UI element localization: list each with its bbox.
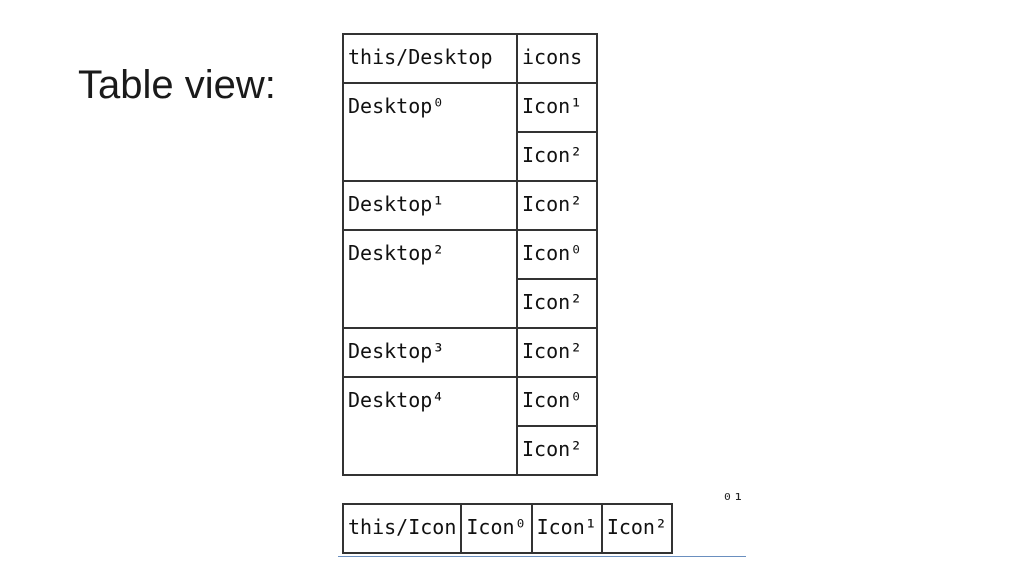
table-row: this/Icon Icon⁰ Icon¹ Icon² — [341, 503, 674, 554]
footnote-mark: ⁰¹ — [722, 490, 744, 511]
desktop-cell: Desktop³ — [342, 327, 518, 378]
footer-divider — [338, 556, 746, 557]
table-row: Icon² — [343, 425, 598, 476]
icon-cell: Icon² — [516, 180, 598, 231]
icon-cell: Icon² — [516, 278, 598, 329]
table-row: Desktop² Icon⁰ — [342, 229, 598, 329]
desktop-cell: Desktop⁴ — [342, 376, 518, 476]
icon-cell: Icon² — [600, 503, 674, 554]
desktop-cell: Desktop⁰ — [342, 82, 518, 182]
icon-cell: Icon⁰ — [516, 229, 598, 280]
table-row: Desktop⁴ Icon⁰ — [342, 376, 598, 476]
icon-cell: Icon² — [516, 131, 598, 182]
icon-cell: Icon¹ — [516, 82, 598, 133]
icon-cell: Icon² — [516, 327, 598, 378]
icon-table: this/Icon Icon⁰ Icon¹ Icon² — [341, 503, 674, 554]
desktop-icons-table: this/Desktop icons Desktop⁰ Icon¹ Icon² … — [342, 33, 598, 476]
table-row: Icon² — [343, 131, 598, 182]
header-cell-icon: this/Icon — [341, 503, 463, 554]
table-row: Desktop³ Icon² — [342, 327, 598, 378]
table-header-row: this/Desktop icons — [342, 33, 598, 84]
icon-cell: Icon¹ — [530, 503, 603, 554]
slide-title: Table view: — [78, 63, 276, 107]
header-cell-icons: icons — [516, 33, 598, 84]
desktop-cell: Desktop¹ — [342, 180, 518, 231]
icon-cell: Icon² — [516, 425, 598, 476]
table-row: Icon² — [343, 278, 598, 329]
desktop-cell: Desktop² — [342, 229, 518, 329]
table-row: Desktop¹ Icon² — [342, 180, 598, 231]
table-row: Desktop⁰ Icon¹ — [342, 82, 598, 182]
icon-cell: Icon⁰ — [516, 376, 598, 427]
header-cell-desktop: this/Desktop — [342, 33, 518, 84]
icon-cell: Icon⁰ — [460, 503, 533, 554]
